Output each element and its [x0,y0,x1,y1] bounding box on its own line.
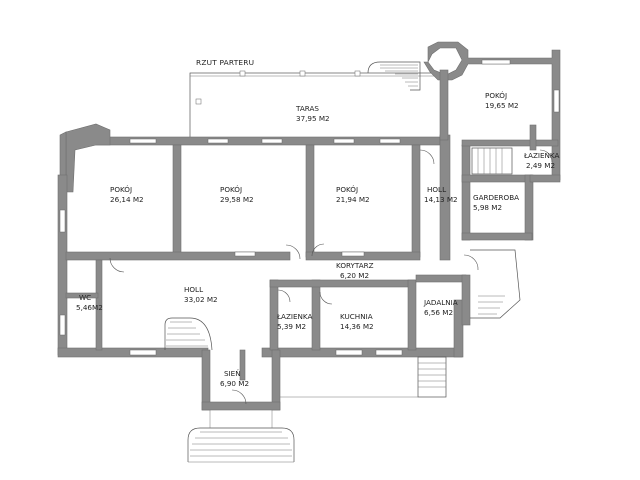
room-name-pokoj-2: POKÓJ [220,185,242,194]
room-name-taras: TARAS [295,104,319,113]
room-area-pokoj-3: 21,94 M2 [336,195,370,204]
room-name-jadalnia: JADALNIA [423,298,458,307]
labels: RZUT PARTERU TARAS 37,95 M2 POKÓJ 19,65 … [76,58,560,388]
room-name-wc: WC [79,293,91,302]
room-area-lazienka-mid: 5,39 M2 [277,322,306,331]
doors [109,149,553,405]
room-area-kuchnia: 14,36 M2 [340,322,374,331]
room-area-korytarz: 6,20 M2 [340,271,369,280]
room-name-lazienka-mid: ŁAZIENKA [276,312,313,321]
room-area-holl-right: 14,13 M2 [424,195,458,204]
room-name-pokoj-3: POKÓJ [336,185,358,194]
room-name-pokoj-top-right: POKÓJ [485,91,507,100]
right-hall-stairs [471,147,513,175]
room-name-kuchnia: KUCHNIA [340,312,373,321]
room-name-korytarz: KORYTARZ [336,261,374,270]
entrance-stairs [187,410,295,463]
room-area-jadalnia: 6,56 M2 [424,308,453,317]
room-name-pokoj-1: POKÓJ [110,185,132,194]
room-area-wc: 5,46M2 [76,303,103,312]
room-name-holl-main: HOLL [184,285,203,294]
plan-title: RZUT PARTERU [196,58,254,67]
room-area-pokoj-1: 26,14 M2 [110,195,144,204]
room-name-holl-right: HOLL [427,185,446,194]
main-stairs [164,317,213,351]
room-name-sien: SIEŃ [224,369,241,378]
windows [59,59,560,356]
room-name-lazienka-top-right: ŁAZIENKA [523,151,560,160]
room-area-pokoj-2: 29,58 M2 [220,195,254,204]
room-name-garderoba: GARDEROBA [473,193,519,202]
room-area-lazienka-top-right: 2,49 M2 [526,161,555,170]
room-area-holl-main: 33,02 M2 [184,295,218,304]
room-area-taras: 37,95 M2 [296,114,330,123]
room-area-pokoj-top-right: 19,65 M2 [485,101,519,110]
terrace-outline [189,61,443,140]
room-area-garderoba: 5,98 M2 [473,203,502,212]
side-stairs [280,249,521,398]
room-area-sien: 6,90 M2 [220,379,249,388]
terrace-stairs [367,61,421,91]
